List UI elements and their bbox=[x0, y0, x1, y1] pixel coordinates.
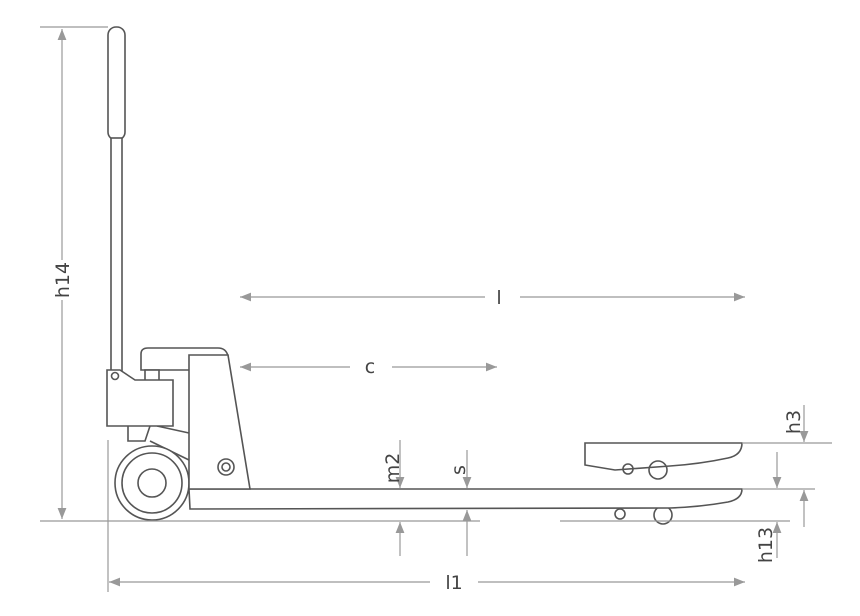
fork bbox=[188, 488, 743, 510]
label-s: s bbox=[448, 465, 470, 475]
label-c: c bbox=[365, 356, 375, 378]
steer-wheel bbox=[114, 445, 190, 521]
label-h3: h3 bbox=[783, 410, 805, 434]
label-l1: l1 bbox=[445, 572, 462, 594]
handle-pole bbox=[110, 137, 123, 375]
handle-grip bbox=[107, 26, 126, 141]
label-m2: m2 bbox=[382, 453, 404, 484]
dimensions bbox=[40, 26, 832, 592]
pallet-truck bbox=[106, 26, 743, 525]
lever-box bbox=[106, 369, 174, 427]
pump-housing bbox=[188, 354, 251, 490]
load-roller bbox=[614, 508, 626, 520]
label-l: l bbox=[496, 287, 501, 309]
label-h13: h13 bbox=[755, 527, 777, 563]
raised-fork bbox=[584, 442, 743, 471]
label-h14: h14 bbox=[52, 262, 74, 298]
pivot bbox=[217, 458, 235, 476]
